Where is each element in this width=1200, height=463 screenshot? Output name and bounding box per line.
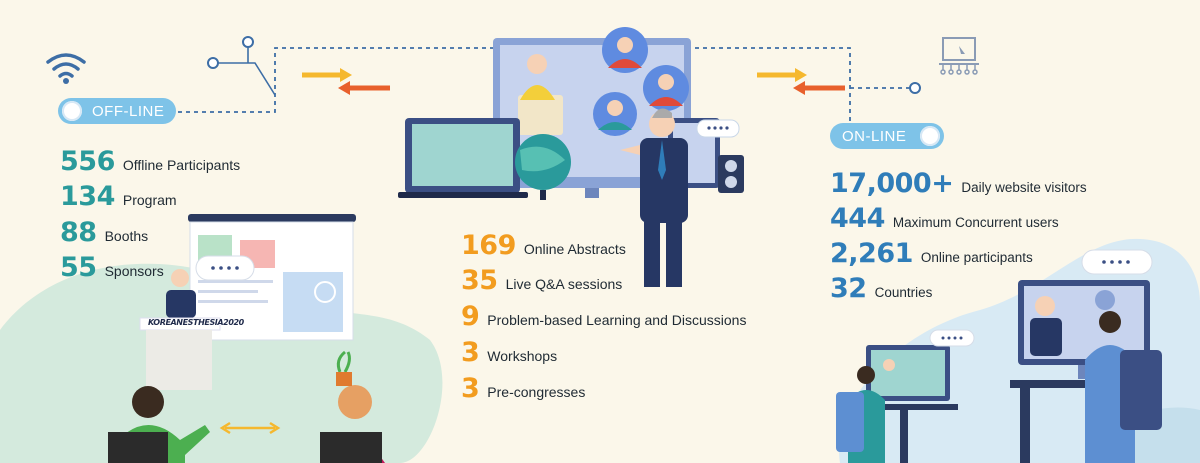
stat-value: 17,000+: [830, 168, 954, 199]
arrow-right-icon: [302, 68, 352, 82]
online-stat: 2,261 Online participants: [830, 238, 1033, 269]
stat-value: 55: [60, 252, 97, 283]
stat-label: Maximum Concurrent users: [892, 215, 1059, 230]
wifi-icon: [46, 53, 86, 84]
center-stat: 169 Online Abstracts: [461, 230, 626, 261]
center-stat: 35 Live Q&A sessions: [461, 265, 622, 296]
stat-label: Workshops: [487, 348, 558, 364]
stat-value: 35: [461, 265, 498, 296]
stat-label: Countries: [874, 285, 933, 300]
stat-value: 444: [830, 203, 885, 234]
stat-label: Live Q&A sessions: [505, 276, 623, 292]
stat-label: Online participants: [920, 250, 1033, 265]
center-stat: 3 Pre-congresses: [461, 373, 585, 404]
stat-value: 32: [830, 273, 867, 304]
offline-stat: 134 Program: [60, 181, 177, 212]
online-stat: 444 Maximum Concurrent users: [830, 203, 1059, 234]
center-stat: 9 Problem-based Learning and Discussions: [461, 301, 746, 332]
online-stat: 17,000+ Daily website visitors: [830, 168, 1087, 199]
laptop-network-icon: [939, 37, 979, 75]
stat-value: 134: [60, 181, 115, 212]
stat-value: 2,261: [830, 238, 913, 269]
stat-value: 88: [60, 217, 97, 248]
stat-value: 9: [461, 301, 480, 332]
stat-value: 3: [461, 337, 480, 368]
offline-stat: 556 Offline Participants: [60, 146, 240, 177]
offline-stat: 88 Booths: [60, 217, 148, 248]
online-toggle[interactable]: ON-LINE: [830, 123, 944, 149]
stat-label: Problem-based Learning and Discussions: [487, 312, 747, 328]
toggle-knob: [920, 126, 940, 146]
podium-sign: KOREANESTHESIA2020: [148, 318, 244, 327]
stat-label: Online Abstracts: [523, 241, 626, 257]
offline-toggle[interactable]: OFF-LINE: [58, 98, 176, 124]
offline-stat: 55 Sponsors: [60, 252, 164, 283]
stat-label: Program: [122, 192, 177, 208]
stat-value: 556: [60, 146, 115, 177]
center-stat: 3 Workshops: [461, 337, 557, 368]
stat-value: 169: [461, 230, 516, 261]
stat-value: 3: [461, 373, 480, 404]
stat-label: Booths: [104, 228, 149, 244]
online-stat: 32 Countries: [830, 273, 932, 304]
offline-toggle-label: OFF-LINE: [92, 102, 165, 120]
stat-label: Offline Participants: [122, 157, 241, 173]
online-toggle-label: ON-LINE: [842, 127, 907, 145]
stat-label: Pre-congresses: [487, 384, 586, 400]
arrow-left-icon: [338, 81, 390, 95]
toggle-knob: [62, 101, 82, 121]
stat-label: Daily website visitors: [961, 180, 1087, 195]
stat-label: Sponsors: [104, 263, 164, 279]
